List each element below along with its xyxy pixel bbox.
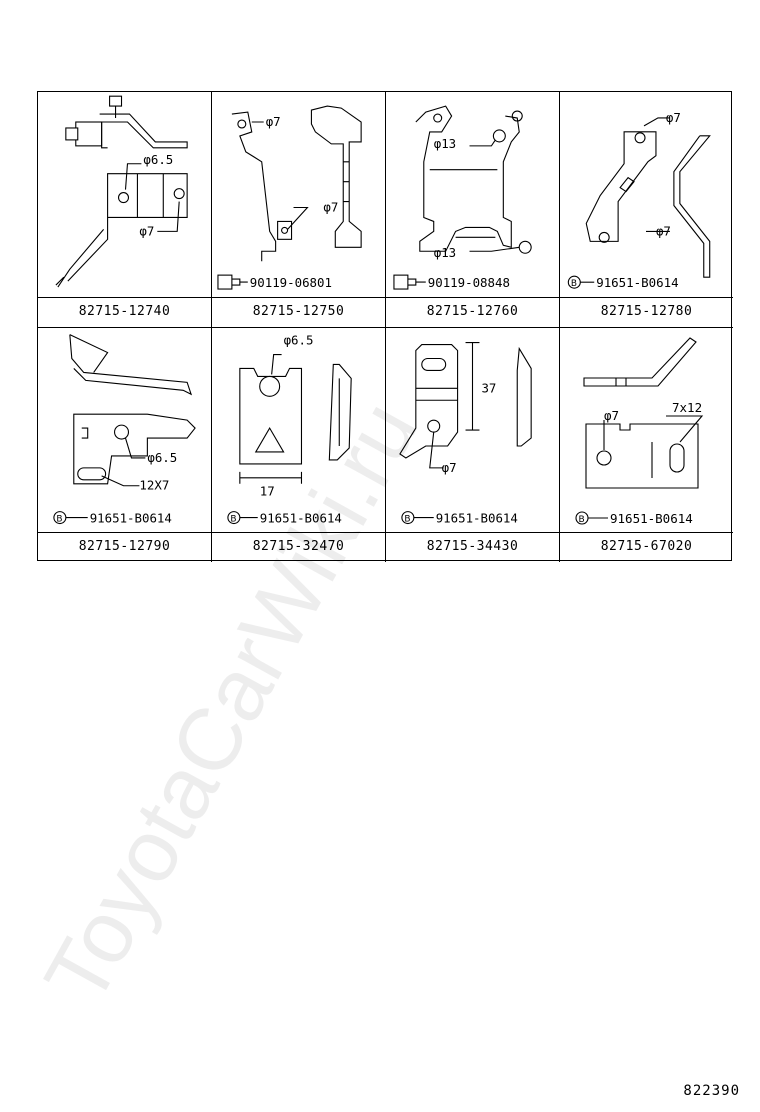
svg-text:B: B: [571, 279, 577, 289]
part-cell-8[interactable]: φ7 7x12 B 91651-B0614 82715-67020: [560, 328, 733, 562]
label-diameter-7: φ7: [604, 408, 619, 423]
part-drawing-7: 37 φ7 B 91651-B0614: [399, 342, 532, 526]
label-diameter-7-bottom: φ7: [656, 223, 671, 238]
label-diameter-7-bottom: φ7: [323, 199, 338, 214]
svg-text:B: B: [579, 515, 585, 525]
svg-text:B: B: [404, 515, 410, 525]
fastener-part-number: 90119-08848: [428, 275, 510, 290]
part-number: 82715-12760: [386, 297, 559, 327]
part-number: 82715-12750: [212, 297, 385, 327]
label-diameter-13-top: φ13: [434, 136, 456, 151]
bolt-b-icon: B: [53, 511, 88, 525]
fastener-part-number: 91651-B0614: [610, 511, 693, 526]
part-cell-1[interactable]: φ6.5 φ7 82715-12740: [38, 92, 212, 328]
part-cell-4[interactable]: φ7 φ7 B 91651-B0614 82715-12780: [560, 92, 733, 328]
label-height-37: 37: [481, 380, 496, 395]
label-diameter-6-5: φ6.5: [147, 450, 177, 465]
label-diameter-6-5: φ6.5: [284, 333, 314, 348]
label-diameter-7: φ7: [442, 460, 457, 475]
bolt-b-icon: B: [575, 511, 608, 525]
part-number: 82715-12790: [38, 532, 211, 562]
bolt-b-icon: B: [401, 511, 434, 525]
part-number: 82715-32470: [212, 532, 385, 562]
part-drawing-8: φ7 7x12 B 91651-B0614: [575, 337, 704, 526]
fastener-part-number: 91651-B0614: [596, 275, 678, 290]
bolt-b-icon: B: [227, 511, 258, 525]
label-diameter-13-bottom: φ13: [434, 245, 456, 260]
label-diameter-7-top: φ7: [266, 114, 281, 129]
part-drawing-2: φ7 φ7 90119-06801: [217, 105, 362, 290]
part-number: 82715-67020: [560, 532, 733, 562]
bolt-b-icon: B: [567, 275, 595, 289]
fastener-part-number: 90119-06801: [250, 275, 332, 290]
part-number: 82715-34430: [386, 532, 559, 562]
parts-grid: φ6.5 φ7 82715-12740 φ7 φ7 90119-06801 82…: [37, 91, 733, 562]
part-cell-3[interactable]: φ13 φ13 90119-08848 82715-12760: [386, 92, 560, 328]
part-cell-2[interactable]: φ7 φ7 90119-06801 82715-12750: [212, 92, 386, 328]
part-number: 82715-12740: [38, 297, 211, 327]
part-drawing-5: φ6.5 12X7 B 91651-B0614: [53, 334, 196, 526]
label-diameter-7-top: φ7: [666, 110, 681, 125]
fastener-part-number: 91651-B0614: [90, 511, 172, 526]
svg-text:B: B: [230, 515, 236, 525]
part-number: 82715-12780: [560, 297, 733, 327]
fastener-part-number: 91651-B0614: [436, 511, 518, 526]
page-code: 822390: [683, 1083, 740, 1099]
part-drawing-3: φ13 φ13 90119-08848: [393, 105, 532, 290]
part-drawing-1: φ6.5 φ7: [55, 95, 188, 288]
label-slot-7x12: 7x12: [672, 400, 702, 415]
label-diameter-7: φ7: [139, 223, 154, 238]
part-cell-7[interactable]: 37 φ7 B 91651-B0614 82715-34430: [386, 328, 560, 562]
label-width-17: 17: [260, 484, 275, 499]
part-drawing-4: φ7 φ7 B 91651-B0614: [567, 110, 711, 290]
fastener-part-number: 91651-B0614: [260, 511, 342, 526]
bolt-icon: [217, 274, 248, 290]
part-cell-6[interactable]: φ6.5 17 B 91651-B0614 82715-32470: [212, 328, 386, 562]
part-drawing-6: φ6.5 17 B 91651-B0614: [227, 333, 352, 526]
label-diameter-6-5: φ6.5: [143, 152, 173, 167]
bolt-icon: [393, 274, 426, 290]
part-cell-5[interactable]: φ6.5 12X7 B 91651-B0614 82715-12790: [38, 328, 212, 562]
label-slot-12x7: 12X7: [139, 478, 169, 493]
svg-text:B: B: [56, 515, 62, 525]
